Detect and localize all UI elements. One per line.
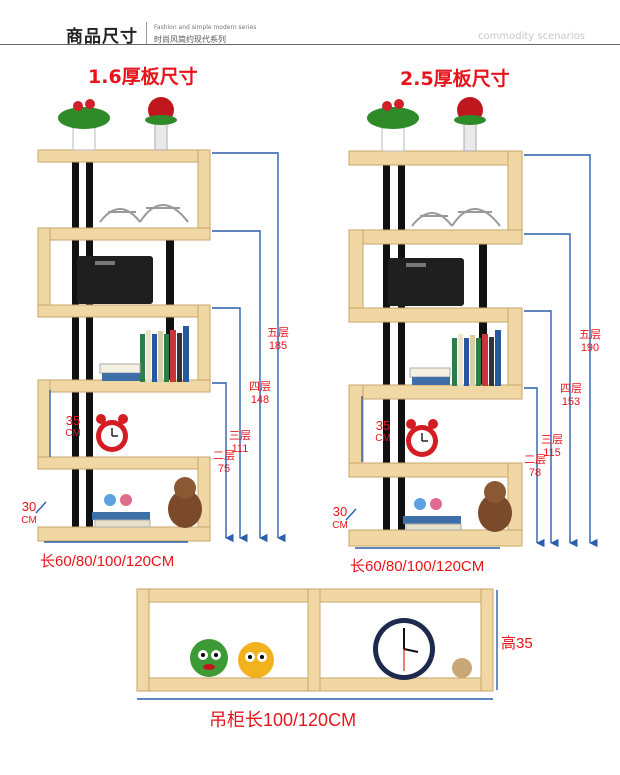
left-height-label: 35 CM: [58, 414, 88, 440]
left-length-label: 长60/80/100/120CM: [40, 553, 175, 570]
left-layer4-name: 四层: [249, 381, 271, 393]
left-layer2-value: 75: [217, 463, 231, 475]
left-height-unit: CM: [65, 428, 81, 439]
right-layer3-value: 115: [543, 447, 561, 459]
right-dimension-lines: [345, 154, 598, 549]
right-layer3-name: 三层: [541, 434, 563, 446]
left-layer5-name: 五层: [267, 327, 289, 339]
header-title: 商品尺寸: [66, 27, 138, 47]
right-layer4-name: 四层: [560, 383, 582, 395]
header-right-text: commodity scenarios: [478, 31, 585, 42]
left-title: 1.6厚板尺寸: [88, 66, 198, 88]
right-layer2-value: 78: [528, 467, 542, 479]
header-subtitle-en: Fashion and simple modern series: [154, 24, 257, 31]
left-layer4-label: 四层 148: [246, 381, 274, 407]
left-layer3-name: 三层: [229, 430, 251, 442]
right-layer4-value: 153: [561, 396, 581, 408]
cabinet-dimension-lines: [137, 590, 498, 700]
right-title: 2.5厚板尺寸: [400, 68, 510, 90]
left-layer4-value: 148: [250, 394, 270, 406]
right-shelf: [348, 97, 523, 547]
wall-cabinet: [136, 588, 494, 692]
left-shelf: [37, 97, 211, 542]
right-height-value: 35: [375, 418, 391, 433]
right-layer5-name: 五层: [579, 329, 601, 341]
header-subtitle-cn: 时尚风简约现代系列: [154, 35, 226, 44]
left-layer2-label: 二层 75: [210, 450, 238, 476]
left-depth-unit: CM: [21, 515, 37, 526]
header-rule: [0, 44, 620, 45]
right-depth-label: 30 CM: [325, 505, 355, 533]
right-height-unit: CM: [375, 433, 391, 444]
header-divider: [146, 22, 147, 44]
right-length-label: 长60/80/100/120CM: [350, 558, 485, 575]
left-depth-label: 30 CM: [14, 500, 44, 528]
right-layer5-value: 190: [580, 342, 600, 354]
right-layer3-label: 三层 115: [538, 434, 566, 460]
right-layer4-label: 四层 153: [557, 383, 585, 409]
left-layer2-name: 二层: [213, 450, 235, 462]
left-depth-value: 30: [21, 499, 37, 514]
right-layer5-label: 五层 190: [576, 329, 604, 355]
right-depth-unit: CM: [332, 520, 348, 531]
left-layer3-label: 三层 111: [226, 430, 254, 456]
right-depth-value: 30: [332, 504, 348, 519]
left-height-value: 35: [65, 413, 81, 428]
right-height-label: 35 CM: [368, 419, 398, 445]
left-layer5-label: 五层 185: [264, 327, 292, 353]
cabinet-length-label: 吊柜长100/120CM: [209, 710, 357, 730]
left-layer3-value: 111: [231, 443, 249, 455]
left-dimension-lines: [35, 152, 286, 543]
right-layer2-name: 二层: [524, 454, 546, 466]
left-layer5-value: 185: [268, 340, 288, 352]
cabinet-height-label: 高35: [501, 635, 533, 652]
right-layer2-label: 二层 78: [521, 454, 549, 480]
